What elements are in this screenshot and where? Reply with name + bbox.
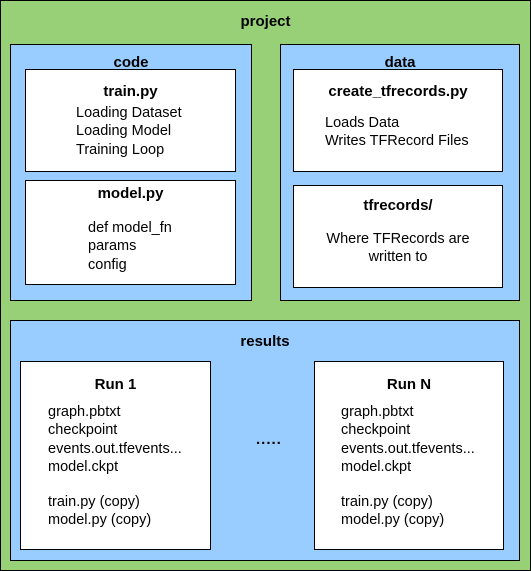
- run-file: events.out.tfevents...: [341, 440, 475, 457]
- data-title: data: [384, 54, 416, 71]
- train-py-title: train.py: [103, 83, 158, 100]
- data-panel: data create_tfrecords.py Loads Data Writ…: [280, 44, 520, 301]
- create-tfrecords-card: create_tfrecords.py Loads Data Writes TF…: [293, 69, 503, 172]
- run-card: Run N graph.pbtxt checkpoint events.out.…: [314, 361, 504, 550]
- train-py-card: train.py Loading Dataset Loading Model T…: [25, 69, 236, 172]
- run-title: Run 1: [94, 376, 137, 393]
- model-py-line: config: [88, 256, 127, 273]
- run-file: model.ckpt: [48, 458, 119, 475]
- model-py-line: def model_fn: [88, 220, 172, 236]
- create-tfrecords-title: create_tfrecords.py: [328, 83, 468, 100]
- results-title: results: [240, 333, 290, 350]
- run-file: graph.pbtxt: [48, 404, 121, 420]
- code-title: code: [113, 54, 149, 71]
- run-card: Run 1 graph.pbtxt checkpoint events.out.…: [20, 361, 211, 550]
- run-file: checkpoint: [48, 422, 118, 439]
- tfrecords-card: tfrecords/ Where TFRecords are written t…: [293, 185, 503, 288]
- run-title: Run N: [386, 376, 432, 393]
- tfrecords-line: written to: [368, 249, 428, 266]
- code-panel: code train.py Loading Dataset Loading Mo…: [10, 44, 252, 301]
- run-copy-file: train.py (copy): [48, 494, 140, 510]
- run-file: model.ckpt: [341, 458, 412, 475]
- create-tfrecords-line: Loads Data: [325, 115, 400, 131]
- run-file: checkpoint: [341, 422, 411, 439]
- run-copy-file: train.py (copy): [341, 494, 433, 510]
- tfrecords-title: tfrecords/: [363, 197, 433, 214]
- model-py-card: model.py def model_fn params config: [25, 180, 236, 285]
- train-py-line: Loading Model: [76, 123, 172, 140]
- results-panel: results Run 1 graph.pbtxt checkpoint eve…: [10, 320, 520, 561]
- model-py-title: model.py: [97, 185, 164, 202]
- run-copy-file: model.py (copy): [48, 512, 152, 529]
- project-title: project: [240, 13, 291, 30]
- tfrecords-line: Where TFRecords are: [326, 231, 470, 247]
- run-file: events.out.tfevents...: [48, 440, 182, 457]
- train-py-line: Loading Dataset: [76, 105, 182, 121]
- model-py-line: params: [88, 238, 137, 255]
- run-copy-file: model.py (copy): [341, 512, 445, 529]
- create-tfrecords-line: Writes TFRecord Files: [325, 133, 469, 150]
- train-py-line: Training Loop: [76, 141, 165, 158]
- run-file: graph.pbtxt: [341, 404, 414, 420]
- ellipsis: .....: [256, 431, 282, 448]
